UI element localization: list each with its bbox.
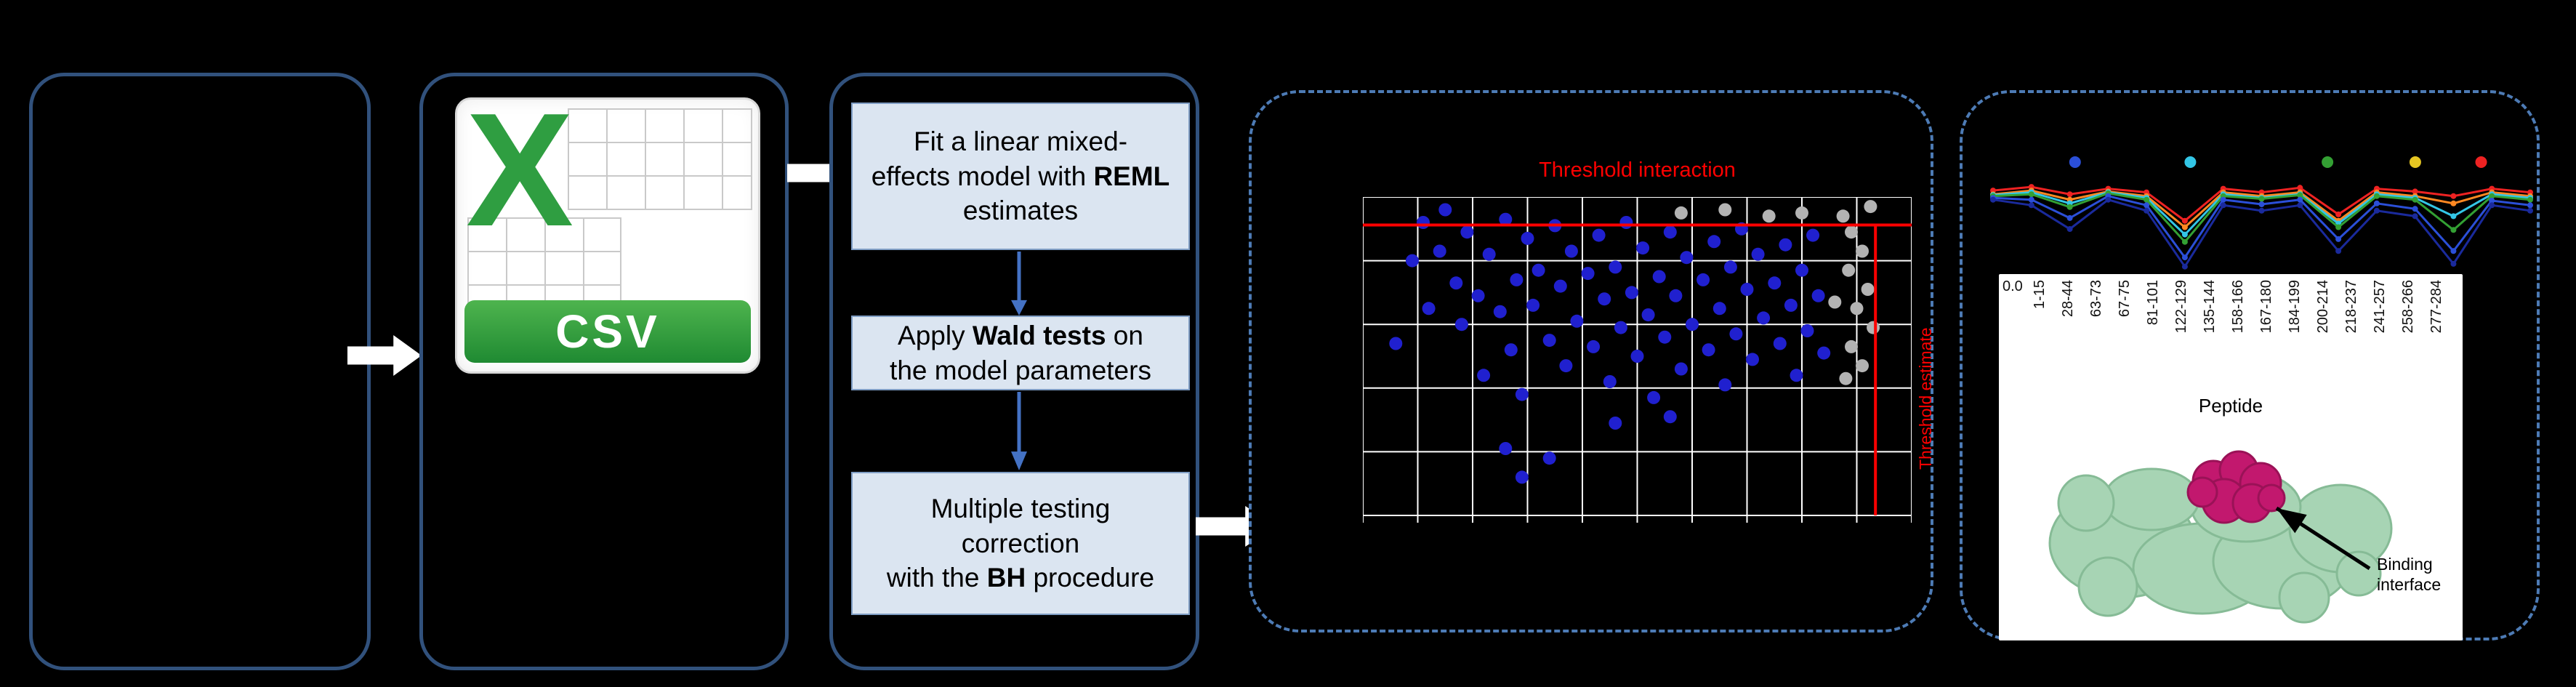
binding-interface-arrow — [2275, 506, 2371, 571]
right-arrow-icon — [347, 335, 422, 376]
step-text: Multiple testing correction with the BH … — [887, 491, 1154, 595]
peptide-tick-label: 277-284 — [2428, 280, 2444, 334]
step-text-post: estimates — [962, 196, 1079, 226]
threshold-estimate-label: Threshold estimate — [1916, 327, 1935, 470]
scatter-title: Threshold interaction — [1539, 158, 1736, 182]
csv-file-icon: X CSV — [455, 97, 760, 374]
step-text-bold: Wald tests — [972, 321, 1106, 351]
csv-spreadsheet-grid — [568, 108, 752, 210]
pipeline-steps-box: Fit a linear mixed- effects model with R… — [829, 73, 1199, 670]
step-bh-correction: Multiple testing correction with the BH … — [851, 472, 1190, 615]
peptide-tick-label: 1-15 — [2032, 280, 2048, 310]
peptide-tick-label: 218-237 — [2343, 280, 2359, 334]
csv-label: CSV — [555, 305, 660, 358]
step-reml-model: Fit a linear mixed- effects model with R… — [851, 103, 1190, 250]
excel-x-letter: X — [466, 97, 573, 260]
binding-interface-label: Binding interface — [2377, 555, 2463, 595]
peptide-tick-label: 81-101 — [2145, 280, 2161, 326]
peptide-results-panel: 0.0 1-15 28-44 63-73 67-75 81-101 122-129 135-… — [1960, 90, 2540, 640]
step-wald-tests: Apply Wald tests on the model parameters — [851, 316, 1190, 390]
binding-label-line1: Binding — [2377, 555, 2433, 574]
csv-page: X CSV — [455, 97, 760, 374]
step-text-post: procedure — [1026, 563, 1155, 593]
step-text-bold: REML — [1093, 161, 1170, 191]
protein-structure-graphic — [2048, 450, 2393, 624]
step-text-post: on the model parameters — [890, 321, 1151, 385]
peptide-axis-title: Peptide — [2198, 395, 2263, 417]
peptide-tick-label: 184-199 — [2287, 280, 2303, 334]
step-text: Apply Wald tests on the model parameters — [890, 318, 1151, 387]
peptide-tick-label: 135-144 — [2202, 280, 2218, 334]
input-box — [29, 73, 371, 670]
interaction-plot-panel: Threshold interaction Threshold estimate — [1249, 90, 1935, 632]
step-text-pre: Apply — [898, 321, 973, 351]
peptide-tick-labels: 1-15 28-44 63-73 67-75 81-101 122-129 135-144 1… — [2032, 280, 2444, 390]
csv-banner: CSV — [464, 300, 751, 363]
interaction-scatter-svg — [1363, 197, 1912, 523]
down-arrow-icon — [1011, 252, 1027, 316]
peptide-tick-label: 28-44 — [2060, 280, 2076, 318]
step-text: Fit a linear mixed- effects model with R… — [860, 124, 1181, 228]
peptide-tick-label: 167-180 — [2258, 280, 2274, 334]
step-text-pre: Multiple testing correction with the — [886, 494, 1111, 593]
peptide-tick-label: 63-73 — [2088, 280, 2104, 318]
csv-box: X CSV — [419, 73, 789, 670]
peptide-tick-label: 158-166 — [2230, 280, 2246, 334]
step-text-pre: Fit a linear mixed- effects model with — [871, 126, 1128, 191]
binding-label-line2: interface — [2377, 574, 2442, 594]
peptide-tick-label: 258-266 — [2400, 280, 2416, 334]
peptide-tick-label: 200-214 — [2315, 280, 2331, 334]
csv-spreadsheet-grid — [467, 217, 621, 303]
step-text-bold: BH — [986, 563, 1026, 593]
peptide-axis-panel: 0.0 1-15 28-44 63-73 67-75 81-101 122-129 135-… — [1999, 274, 2463, 640]
binding-interface-region — [2186, 450, 2286, 524]
down-arrow-icon — [1011, 392, 1027, 470]
peptide-tick-label: 122-129 — [2173, 280, 2189, 334]
y-axis-tick-label: 0.0 — [2003, 278, 2023, 294]
peptide-tick-label: 67-75 — [2117, 280, 2133, 318]
peptide-tick-label: 241-257 — [2372, 280, 2388, 334]
peptide-line-chart-svg — [1990, 156, 2533, 270]
